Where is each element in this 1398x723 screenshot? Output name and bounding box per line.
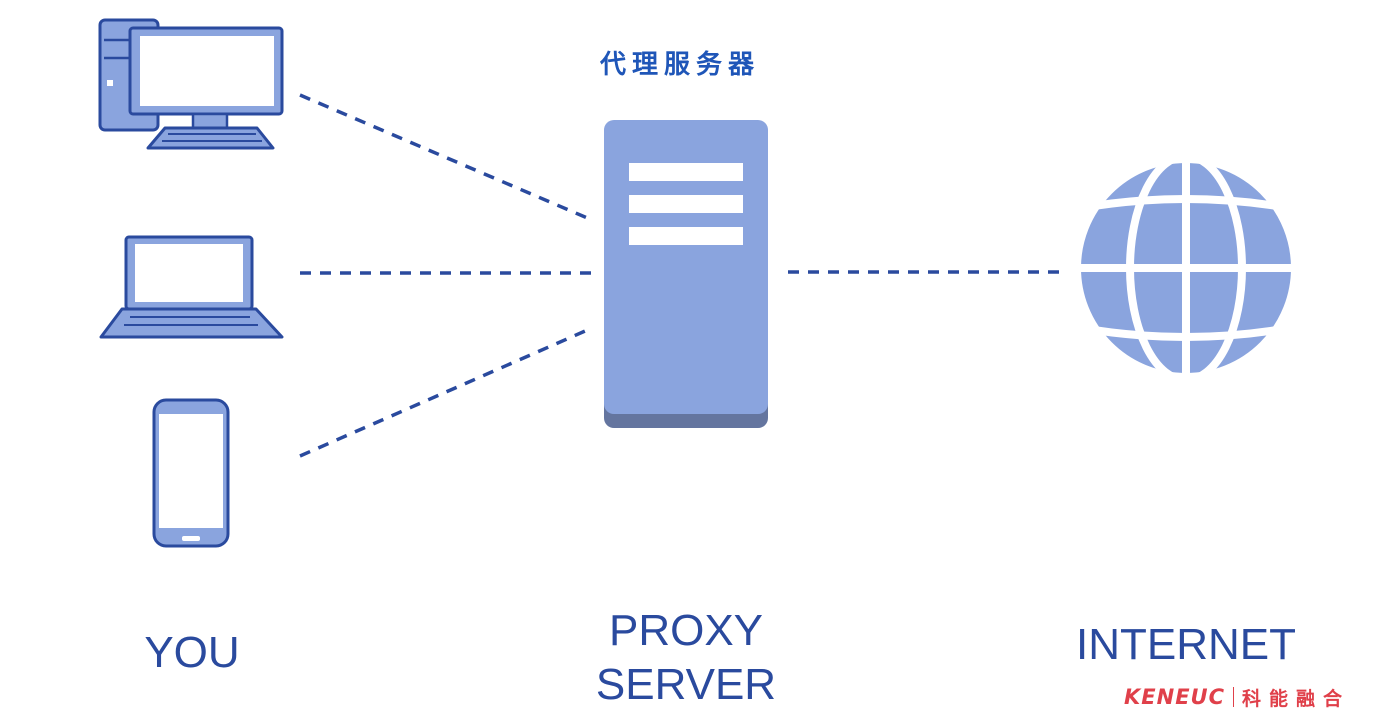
brand-name-cn: 科能融合 xyxy=(1242,687,1351,710)
connection-desktop-proxy xyxy=(299,93,593,222)
server-icon xyxy=(604,120,768,428)
laptop-icon xyxy=(99,235,284,339)
brand-watermark: KENEUC 科能融合 xyxy=(1124,683,1350,711)
desktop-computer-icon xyxy=(98,18,284,150)
you-label: YOU xyxy=(144,628,240,677)
smartphone-icon xyxy=(152,398,230,548)
connection-phone-proxy xyxy=(299,326,593,458)
proxy-title-cn: 代理服务器 xyxy=(599,50,760,80)
proxy-server-label: PROXY SERVER xyxy=(546,604,826,712)
internet-label: INTERNET xyxy=(1076,620,1296,669)
connections xyxy=(299,93,1062,458)
brand-divider xyxy=(1233,687,1235,707)
proxy-label-line2: SERVER xyxy=(595,660,777,709)
proxy-label-line1: PROXY xyxy=(608,606,764,655)
globe-icon xyxy=(1075,157,1297,379)
brand-name-en: KENEUC xyxy=(1124,685,1226,709)
